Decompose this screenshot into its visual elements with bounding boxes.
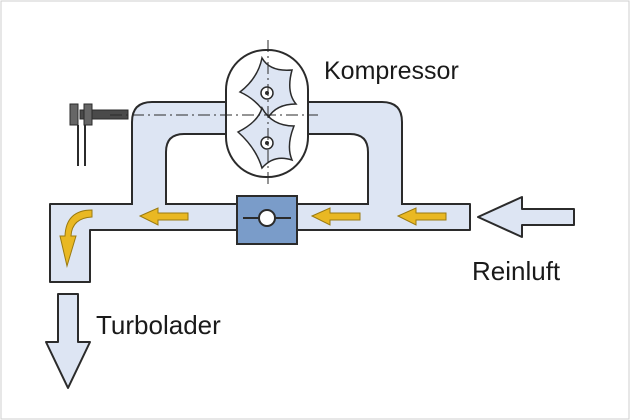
bypass-valve [236, 195, 298, 245]
turbocharger-label: Turbolader [96, 310, 221, 340]
flow-arrow [59, 209, 93, 268]
clean-air-label: Reinluft [472, 256, 561, 286]
compressor-label: Kompressor [324, 57, 459, 85]
flow-arrow [138, 207, 189, 226]
flow-arrow [310, 207, 361, 226]
clean-air-arrow [477, 196, 575, 238]
turbocharger-arrow [45, 293, 91, 389]
pipe-junction-left [133, 202, 165, 206]
flow-arrow [396, 207, 447, 226]
right-bypass-loop [301, 101, 403, 205]
pipe-junction-right [369, 202, 401, 206]
compressor-unit [225, 40, 309, 186]
